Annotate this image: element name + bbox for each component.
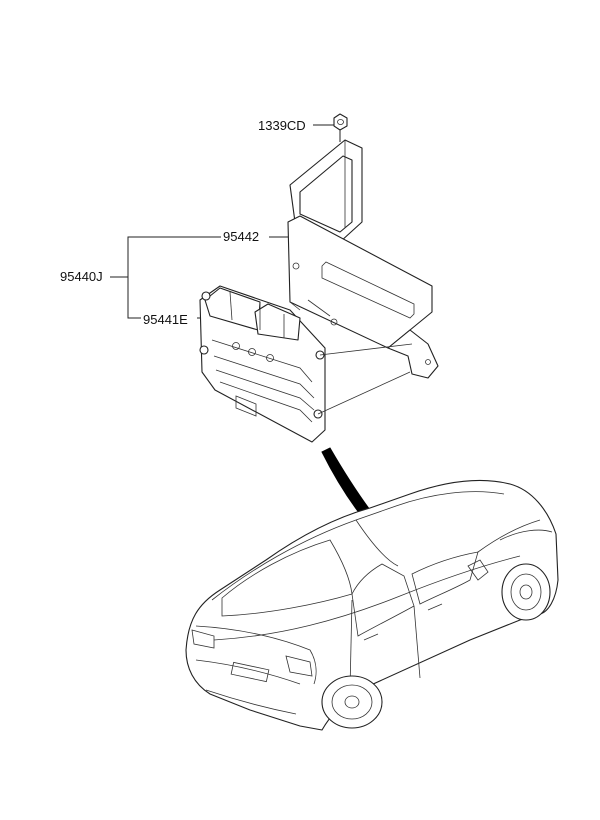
bracket-part (287, 139, 439, 379)
label-nut: 1339CD (258, 118, 306, 133)
label-assembly: 95440J (60, 269, 103, 284)
label-bracket: 95442 (223, 229, 259, 244)
nut-part (333, 113, 348, 142)
vehicle-illustration (185, 479, 559, 731)
label-ecu: 95441E (143, 312, 188, 327)
ecu-part (199, 285, 413, 443)
